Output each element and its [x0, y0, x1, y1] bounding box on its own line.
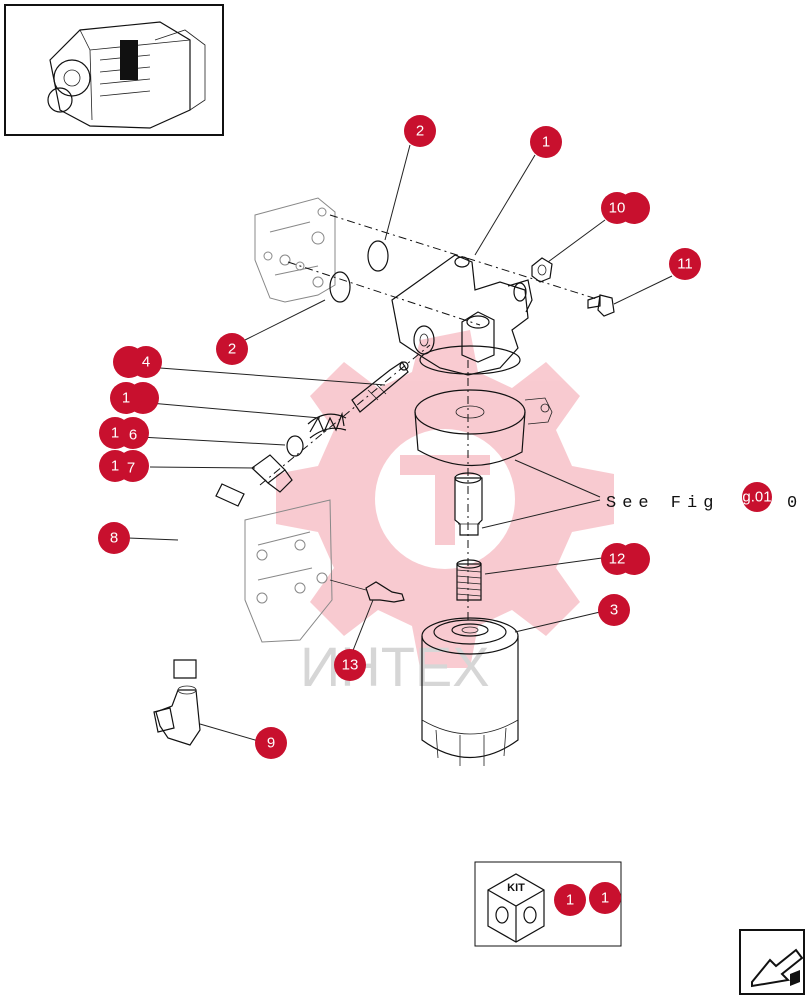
- watermark-gear-logo: [276, 330, 614, 668]
- svg-text:7: 7: [127, 460, 135, 477]
- svg-text:3: 3: [610, 602, 618, 619]
- relief-valve: [351, 361, 409, 413]
- union-fitting: [251, 454, 293, 493]
- callout-11[interactable]: 11: [669, 248, 701, 280]
- filter-head: [391, 254, 533, 376]
- o-ring-small: [286, 435, 304, 457]
- oil-cooler-adapter: [414, 389, 553, 467]
- svg-text:2: 2: [416, 123, 424, 140]
- watermark-text: ИНТЕХ: [300, 635, 490, 698]
- svg-text:1: 1: [111, 458, 119, 475]
- see-fig-suffix: 0 1: [787, 494, 812, 513]
- svg-text:2: 2: [228, 341, 236, 358]
- kit-callout-1b[interactable]: 1: [589, 882, 621, 914]
- see-fig-text: See Fig: [606, 494, 719, 513]
- threaded-nipple: [456, 559, 482, 601]
- svg-text:4: 4: [142, 354, 150, 371]
- callout-13[interactable]: 13: [334, 649, 366, 681]
- engine-block-outline-lower: [244, 499, 333, 643]
- engine-block-outline-upper: [254, 197, 336, 303]
- kit-label: KIT: [507, 882, 525, 894]
- o-ring-left: [329, 271, 351, 303]
- engine-icon: [47, 21, 206, 129]
- callout-4[interactable]: 4: [113, 346, 162, 378]
- svg-text:8: 8: [110, 530, 118, 547]
- callout-12[interactable]: 12: [601, 543, 650, 575]
- pressure-switch: [329, 579, 405, 603]
- callout-9[interactable]: 9: [255, 727, 287, 759]
- see-fig-label: g.01: [742, 489, 771, 506]
- leader-lines: [127, 144, 673, 743]
- svg-text:12: 12: [609, 551, 626, 568]
- svg-text:1: 1: [601, 890, 609, 907]
- callout-3[interactable]: 3: [598, 594, 630, 626]
- nut-part: [531, 257, 553, 283]
- callout-6[interactable]: 1 6: [99, 417, 149, 449]
- svg-text:6: 6: [129, 427, 137, 444]
- kit-callout-1a[interactable]: 1: [554, 884, 586, 916]
- kit-box: KIT 1 1: [474, 861, 622, 947]
- callout-1-top[interactable]: 1: [530, 126, 562, 158]
- svg-text:11: 11: [677, 256, 693, 273]
- oil-filter: [421, 617, 519, 766]
- svg-text:13: 13: [342, 657, 359, 674]
- next-page-arrow-button[interactable]: [739, 929, 805, 995]
- svg-text:9: 9: [267, 735, 275, 752]
- kit-cube-icon: KIT: [487, 873, 545, 943]
- svg-text:1: 1: [122, 390, 130, 407]
- svg-text:1: 1: [542, 134, 550, 151]
- engine-locator-thumbnail: [4, 4, 224, 136]
- svg-text:10: 10: [609, 200, 626, 217]
- callout-7[interactable]: 1 7: [99, 450, 149, 482]
- hollow-stud: [454, 472, 483, 536]
- callout-2-left[interactable]: 2: [216, 333, 248, 365]
- callout-2-top[interactable]: 2: [404, 115, 436, 147]
- callout-10[interactable]: 10: [601, 192, 650, 224]
- svg-text:1: 1: [111, 425, 119, 442]
- elbow-fitting: [153, 685, 201, 746]
- see-fig-reference: See Fig 0 1 g.01: [606, 482, 812, 513]
- bolt-part: [587, 294, 615, 317]
- oil-pipe: [173, 482, 245, 679]
- callout-1-spring[interactable]: 1: [110, 382, 159, 414]
- svg-text:1: 1: [566, 892, 574, 909]
- o-ring-top: [367, 240, 389, 272]
- callout-8[interactable]: 8: [98, 522, 130, 554]
